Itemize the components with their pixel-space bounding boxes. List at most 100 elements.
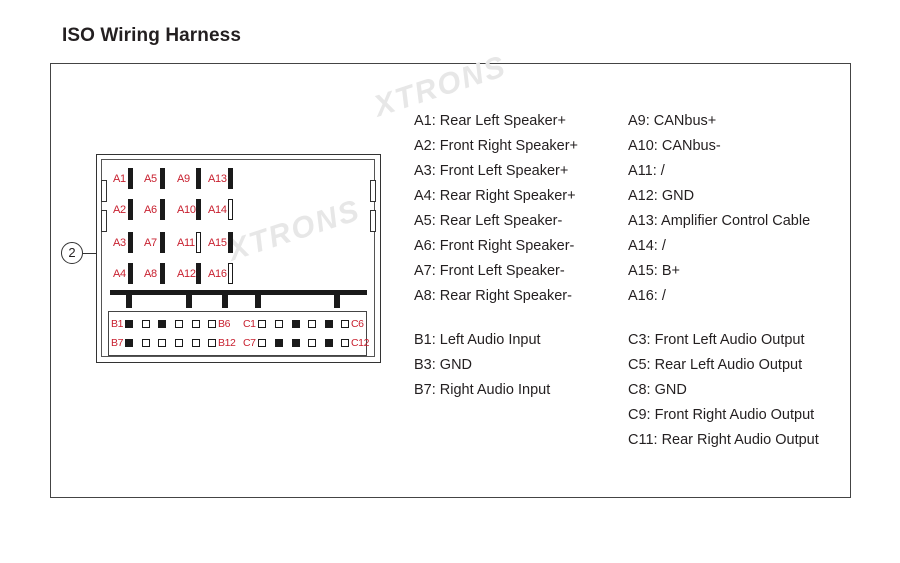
pin-b9 <box>158 339 166 347</box>
legend-item: A10: CANbus- <box>628 138 721 154</box>
legend-c: C3: Front Left Audio Output C5: Rear Lef… <box>628 328 819 453</box>
callout-leader-line <box>83 253 96 254</box>
pin-b1 <box>125 320 133 328</box>
legend-item: A4: Rear Right Speaker+ <box>414 188 576 204</box>
pin-c4 <box>308 320 316 328</box>
pin-a9 <box>196 168 201 189</box>
pin-c11 <box>325 339 333 347</box>
legend-item: A13: Amplifier Control Cable <box>628 213 811 229</box>
bc-pin-block <box>108 311 367 356</box>
pin-label-a1: A1 <box>113 173 126 185</box>
pin-label-a13: A13 <box>208 173 227 185</box>
pin-label-a2: A2 <box>113 204 126 216</box>
legend-item: A3: Front Left Speaker+ <box>414 163 569 179</box>
pin-label-a16: A16 <box>208 268 227 280</box>
pin-c9 <box>292 339 300 347</box>
pin-c3 <box>292 320 300 328</box>
pin-c10 <box>308 339 316 347</box>
row-label-c1: C1 <box>243 318 256 330</box>
row-label-c6: C6 <box>351 318 364 330</box>
legend-item: B1: Left Audio Input <box>414 332 541 348</box>
connector-inner-outline <box>101 159 375 357</box>
legend-item: A12: GND <box>628 188 695 204</box>
legend-item: A15: B+ <box>628 263 680 279</box>
connector-key-stub <box>334 294 340 308</box>
pin-a2 <box>128 199 133 220</box>
pin-label-a9: A9 <box>177 173 190 185</box>
pin-c6 <box>341 320 349 328</box>
pin-label-a3: A3 <box>113 237 126 249</box>
pin-b7 <box>125 339 133 347</box>
row-label-c7: C7 <box>243 337 256 349</box>
legend-item: A6: Front Right Speaker- <box>414 238 575 254</box>
pin-b10 <box>175 339 183 347</box>
legend-item: C5: Rear Left Audio Output <box>628 357 803 373</box>
pin-b3 <box>158 320 166 328</box>
connector-key-bar <box>110 290 367 295</box>
pin-b4 <box>175 320 183 328</box>
row-label-c12: C12 <box>351 337 370 349</box>
row-label-b7: B7 <box>111 337 124 349</box>
legend-item: A1: Rear Left Speaker+ <box>414 113 566 129</box>
pin-a6 <box>160 199 165 220</box>
page-title: ISO Wiring Harness <box>62 25 242 46</box>
pin-a3 <box>128 232 133 253</box>
connector-key-stub <box>222 294 228 308</box>
legend-b: B1: Left Audio Input B3: GND B7: Right A… <box>414 328 550 403</box>
legend-item: B3: GND <box>414 357 473 373</box>
pin-a13 <box>228 168 233 189</box>
pin-c2 <box>275 320 283 328</box>
row-label-b6: B6 <box>218 318 231 330</box>
pin-a16 <box>228 263 233 284</box>
pin-label-a4: A4 <box>113 268 126 280</box>
connector-key-stub <box>255 294 261 308</box>
row-label-b12: B12 <box>218 337 236 349</box>
pin-c7 <box>258 339 266 347</box>
pin-a14 <box>228 199 233 220</box>
connector-side-tab <box>101 210 107 232</box>
pin-c12 <box>341 339 349 347</box>
legend-item: A7: Front Left Speaker- <box>414 263 565 279</box>
pin-label-a7: A7 <box>144 237 157 249</box>
pin-label-a5: A5 <box>144 173 157 185</box>
pin-label-a8: A8 <box>144 268 157 280</box>
pin-a12 <box>196 263 201 284</box>
diagram-frame <box>50 63 851 498</box>
legend-item: A2: Front Right Speaker+ <box>414 138 579 154</box>
legend-a-left: A1: Rear Left Speaker+ A2: Front Right S… <box>414 109 578 309</box>
callout-number: 2 <box>61 242 83 264</box>
connector-side-tab <box>370 210 376 232</box>
pin-a4 <box>128 263 133 284</box>
pin-label-a11: A11 <box>177 237 195 249</box>
legend-item: C11: Rear Right Audio Output <box>628 432 819 448</box>
pin-c8 <box>275 339 283 347</box>
pin-b6 <box>208 320 216 328</box>
row-label-b1: B1 <box>111 318 124 330</box>
legend-item: C9: Front Right Audio Output <box>628 407 815 423</box>
pin-b11 <box>192 339 200 347</box>
legend-item: A5: Rear Left Speaker- <box>414 213 563 229</box>
pin-c1 <box>258 320 266 328</box>
pin-a11 <box>196 232 201 253</box>
pin-label-a15: A15 <box>208 237 227 249</box>
legend-item: A9: CANbus+ <box>628 113 717 129</box>
pin-label-a10: A10 <box>177 204 196 216</box>
legend-a-right: A9: CANbus+ A10: CANbus- A11: / A12: GND… <box>628 109 810 309</box>
iso-connector-diagram <box>96 154 381 363</box>
pin-b12 <box>208 339 216 347</box>
legend-item: A14: / <box>628 238 666 254</box>
legend-item: B7: Right Audio Input <box>414 382 551 398</box>
connector-key-stub <box>186 294 192 308</box>
legend-item: C8: GND <box>628 382 687 398</box>
pin-a8 <box>160 263 165 284</box>
pin-a1 <box>128 168 133 189</box>
legend-item: A11: / <box>628 163 665 179</box>
legend-item: A16: / <box>628 288 666 304</box>
connector-side-tab <box>101 180 107 202</box>
pin-a7 <box>160 232 165 253</box>
pin-label-a6: A6 <box>144 204 157 216</box>
pin-a5 <box>160 168 165 189</box>
legend-item: A8: Rear Right Speaker- <box>414 288 572 304</box>
pin-b2 <box>142 320 150 328</box>
connector-side-tab <box>370 180 376 202</box>
